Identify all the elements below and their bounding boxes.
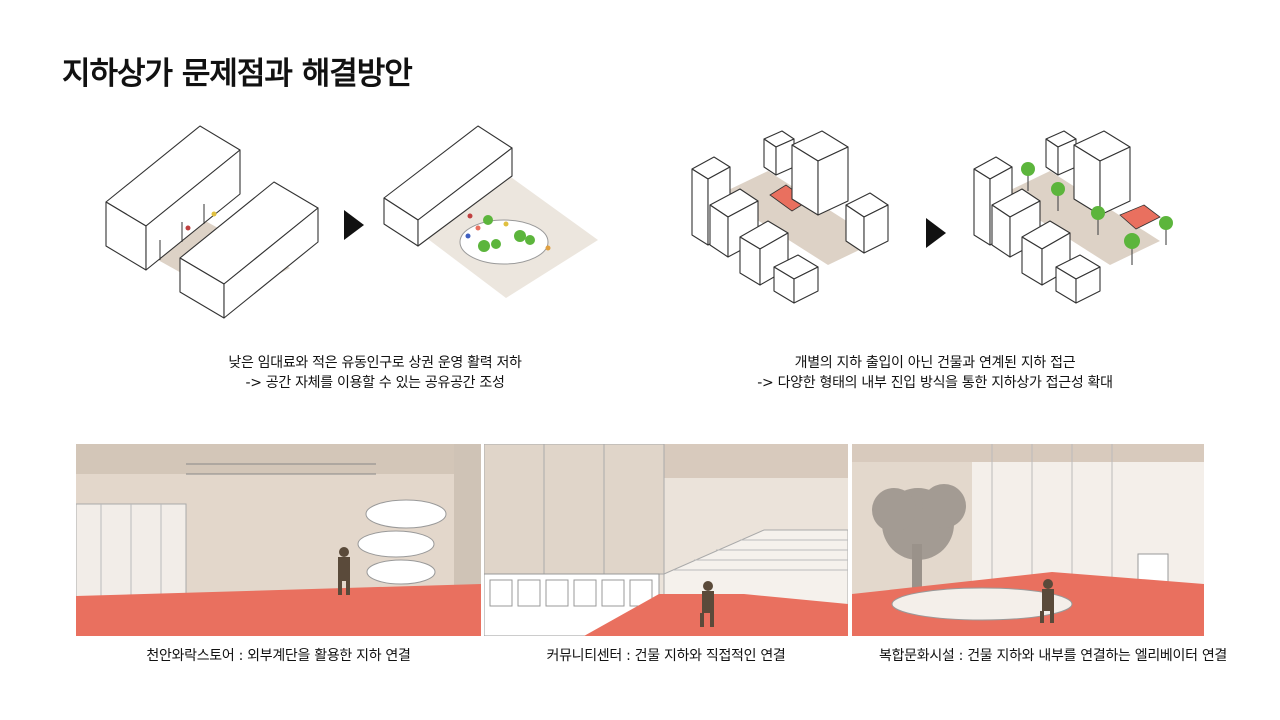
caption-shared-space: 낮은 임대료와 적은 유동인구로 상권 운영 활력 저하 -> 공간 자체를 이… (170, 353, 580, 393)
caption-cultural-complex: 복합문화시설 : 건물 지하와 내부를 연결하는 엘리베이터 연결 (879, 648, 1227, 664)
diagram-underground-mall-after (383, 125, 598, 298)
rendering-exterior-stair (76, 444, 481, 636)
diagram-underground-mall-before (105, 125, 319, 319)
caption-line: -> 다양한 형태의 내부 진입 방식을 통한 지하상가 접근성 확대 (757, 375, 1113, 391)
arrow-right-icon (344, 210, 364, 240)
rendering-cultural-complex (852, 444, 1204, 636)
diagram-underground-access-after (973, 130, 1173, 304)
caption-line: 낮은 임대료와 적은 유동인구로 상권 운영 활력 저하 (228, 355, 522, 371)
page-title: 지하상가 문제점과 해결방안 (62, 56, 413, 92)
caption-exterior-stair: 천안와락스토어 : 외부계단을 활용한 지하 연결 (146, 648, 411, 664)
caption-line: 개별의 지하 출입이 아닌 건물과 연계된 지하 접근 (794, 355, 1076, 371)
caption-line: -> 공간 자체를 이용할 수 있는 공유공간 조성 (245, 375, 505, 391)
caption-access-expansion: 개별의 지하 출입이 아닌 건물과 연계된 지하 접근 -> 다양한 형태의 내… (700, 353, 1170, 393)
arrow-right-icon (926, 218, 946, 248)
caption-community-center: 커뮤니티센터 : 건물 지하와 직접적인 연결 (546, 648, 786, 664)
rendering-community-center (484, 444, 848, 636)
diagram-underground-access-before (691, 130, 889, 304)
